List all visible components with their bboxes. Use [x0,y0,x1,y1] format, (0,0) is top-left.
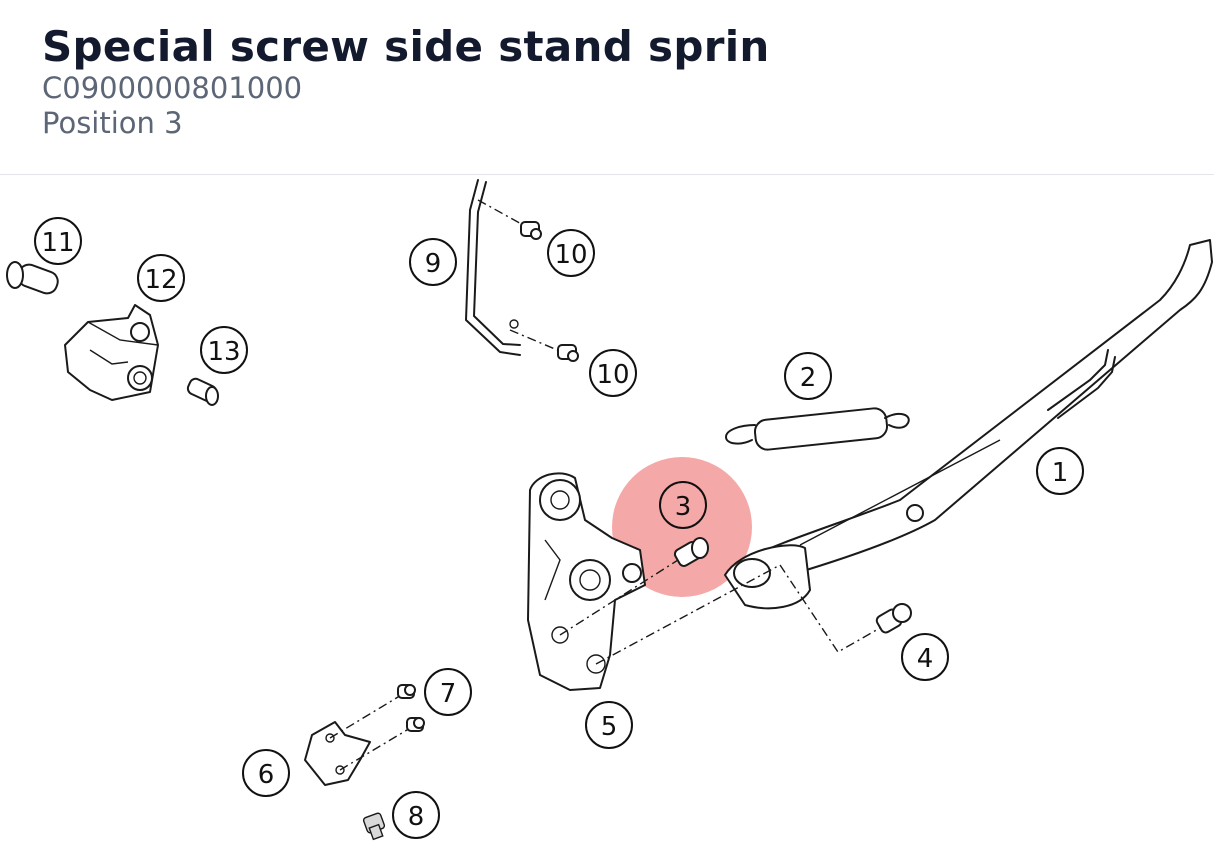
svg-text:3: 3 [675,492,692,522]
callout-1[interactable]: 1 [1036,447,1084,495]
svg-text:7: 7 [440,679,457,709]
part-1-side-stand[interactable] [724,239,1213,610]
callout-9[interactable]: 9 [409,238,457,286]
part-10-screw-lower[interactable] [509,329,579,362]
callout-8[interactable]: 8 [392,791,440,839]
svg-text:5: 5 [601,712,618,742]
exploded-parts-diagram: 1 2 3 4 5 6 7 8 [0,176,1214,853]
svg-text:10: 10 [596,360,629,390]
callout-10-lower[interactable]: 10 [589,349,637,397]
callout-11[interactable]: 11 [34,217,82,265]
part-8-bolt[interactable] [362,812,386,841]
part-5-mounting-plate[interactable] [527,472,646,691]
part-10-screw-upper[interactable] [477,199,542,240]
callout-13[interactable]: 13 [200,326,248,374]
part-3-special-screw[interactable] [559,537,709,636]
part-13-bushing[interactable] [186,377,219,406]
part-9-bent-bracket[interactable] [465,179,521,356]
part-number: C0900000801000 [42,71,303,105]
svg-text:11: 11 [41,228,74,258]
part-2-spring[interactable] [725,407,910,451]
part-11-pin[interactable] [6,261,61,296]
part-header: Special screw side stand sprin C09000008… [0,0,1214,175]
svg-text:1: 1 [1052,458,1069,488]
part-12-bracket[interactable] [64,304,159,401]
svg-text:8: 8 [408,802,425,832]
part-6-clip-plate[interactable] [304,721,371,786]
svg-text:13: 13 [207,337,240,367]
part-7-screws[interactable] [329,684,425,771]
callout-4[interactable]: 4 [901,633,949,681]
callout-6[interactable]: 6 [242,749,290,797]
svg-text:12: 12 [144,265,177,295]
svg-text:9: 9 [425,249,442,279]
callout-3[interactable]: 3 [659,481,707,529]
position-label: Position 3 [42,106,183,140]
svg-text:6: 6 [258,760,275,790]
svg-text:4: 4 [917,644,934,674]
part-title: Special screw side stand sprin [42,22,770,71]
callout-7[interactable]: 7 [424,668,472,716]
callout-10-upper[interactable]: 10 [547,229,595,277]
part-4-screw[interactable] [595,564,912,665]
svg-text:2: 2 [800,363,817,393]
callout-12[interactable]: 12 [137,254,185,302]
callout-5[interactable]: 5 [585,701,633,749]
callout-2[interactable]: 2 [784,352,832,400]
svg-text:10: 10 [554,240,587,270]
